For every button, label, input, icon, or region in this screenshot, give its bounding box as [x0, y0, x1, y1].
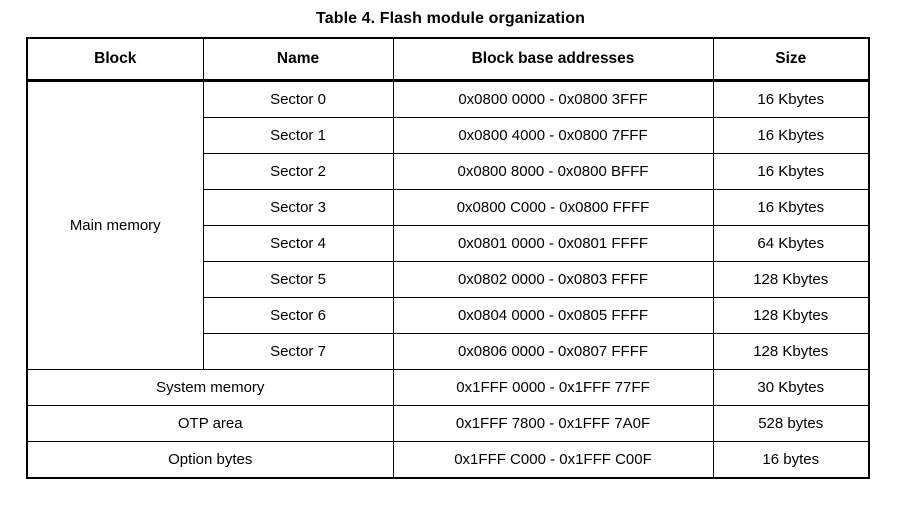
table-row: Sector 7 0x0806 0000 - 0x0807 FFFF 128 K… — [27, 333, 870, 370]
table-header-row: Block Name Block base addresses Size — [26, 37, 870, 82]
sector-name: Sector 1 — [202, 117, 394, 154]
flash-module-organization-table: Block Name Block base addresses Size Mai… — [26, 37, 870, 479]
block-cell-otp-area: OTP area — [26, 405, 394, 442]
sector-name: Sector 5 — [202, 261, 394, 298]
sector-name: Sector 6 — [202, 297, 394, 334]
sector-name: Sector 0 — [202, 80, 394, 118]
sector-address: 0x0801 0000 - 0x0801 FFFF — [392, 225, 714, 262]
sector-size: 16 Kbytes — [712, 189, 870, 226]
table-row: Sector 1 0x0800 4000 - 0x0800 7FFF 16 Kb… — [27, 117, 870, 154]
sector-size: 16 Kbytes — [712, 153, 870, 190]
table-row: Sector 2 0x0800 8000 - 0x0800 BFFF 16 Kb… — [27, 153, 870, 190]
sector-address: 0x0804 0000 - 0x0805 FFFF — [392, 297, 714, 334]
table-row: Sector 3 0x0800 C000 - 0x0800 FFFF 16 Kb… — [27, 189, 870, 226]
table-row: Sector 5 0x0802 0000 - 0x0803 FFFF 128 K… — [27, 261, 870, 298]
table-row: Main memory Sector 0 0x0800 0000 - 0x080… — [26, 80, 870, 370]
sector-size: 128 Kbytes — [712, 297, 870, 334]
table-row: Option bytes 0x1FFF C000 - 0x1FFF C00F 1… — [26, 441, 870, 479]
sector-size: 64 Kbytes — [712, 225, 870, 262]
table-container: Block Name Block base addresses Size Mai… — [0, 37, 901, 479]
block-size: 16 bytes — [712, 441, 870, 479]
table-row: System memory 0x1FFF 0000 - 0x1FFF 77FF … — [26, 369, 870, 406]
sector-address: 0x0800 0000 - 0x0800 3FFF — [392, 80, 714, 118]
sector-address: 0x0806 0000 - 0x0807 FFFF — [392, 333, 714, 370]
block-size: 30 Kbytes — [712, 369, 870, 406]
column-header-size: Size — [712, 37, 870, 82]
block-cell-main-memory: Main memory — [26, 80, 204, 370]
sector-name: Sector 7 — [202, 333, 394, 370]
sector-size: 16 Kbytes — [712, 80, 870, 118]
sector-size: 128 Kbytes — [712, 261, 870, 298]
block-size: 528 bytes — [712, 405, 870, 442]
sector-address: 0x0800 C000 - 0x0800 FFFF — [392, 189, 714, 226]
sector-name: Sector 4 — [202, 225, 394, 262]
block-cell-system-memory: System memory — [26, 369, 394, 406]
block-address: 0x1FFF 0000 - 0x1FFF 77FF — [392, 369, 714, 406]
column-header-block: Block — [26, 37, 204, 82]
sector-name: Sector 3 — [202, 189, 394, 226]
sector-address: 0x0800 8000 - 0x0800 BFFF — [392, 153, 714, 190]
block-address: 0x1FFF C000 - 0x1FFF C00F — [392, 441, 714, 479]
block-cell-option-bytes: Option bytes — [26, 441, 394, 479]
column-header-address: Block base addresses — [392, 37, 714, 82]
sector-size: 128 Kbytes — [712, 333, 870, 370]
table-body: Main memory Sector 0 0x0800 0000 - 0x080… — [26, 80, 870, 479]
sector-name: Sector 2 — [202, 153, 394, 190]
block-address: 0x1FFF 7800 - 0x1FFF 7A0F — [392, 405, 714, 442]
sector-address: 0x0802 0000 - 0x0803 FFFF — [392, 261, 714, 298]
table-row: OTP area 0x1FFF 7800 - 0x1FFF 7A0F 528 b… — [26, 405, 870, 442]
column-header-name: Name — [202, 37, 394, 82]
table-header: Block Name Block base addresses Size — [26, 37, 870, 82]
sector-size: 16 Kbytes — [712, 117, 870, 154]
table-row: Sector 6 0x0804 0000 - 0x0805 FFFF 128 K… — [27, 297, 870, 334]
table-caption: Table 4. Flash module organization — [316, 10, 585, 27]
table-row: Sector 4 0x0801 0000 - 0x0801 FFFF 64 Kb… — [27, 225, 870, 262]
sector-address: 0x0800 4000 - 0x0800 7FFF — [392, 117, 714, 154]
